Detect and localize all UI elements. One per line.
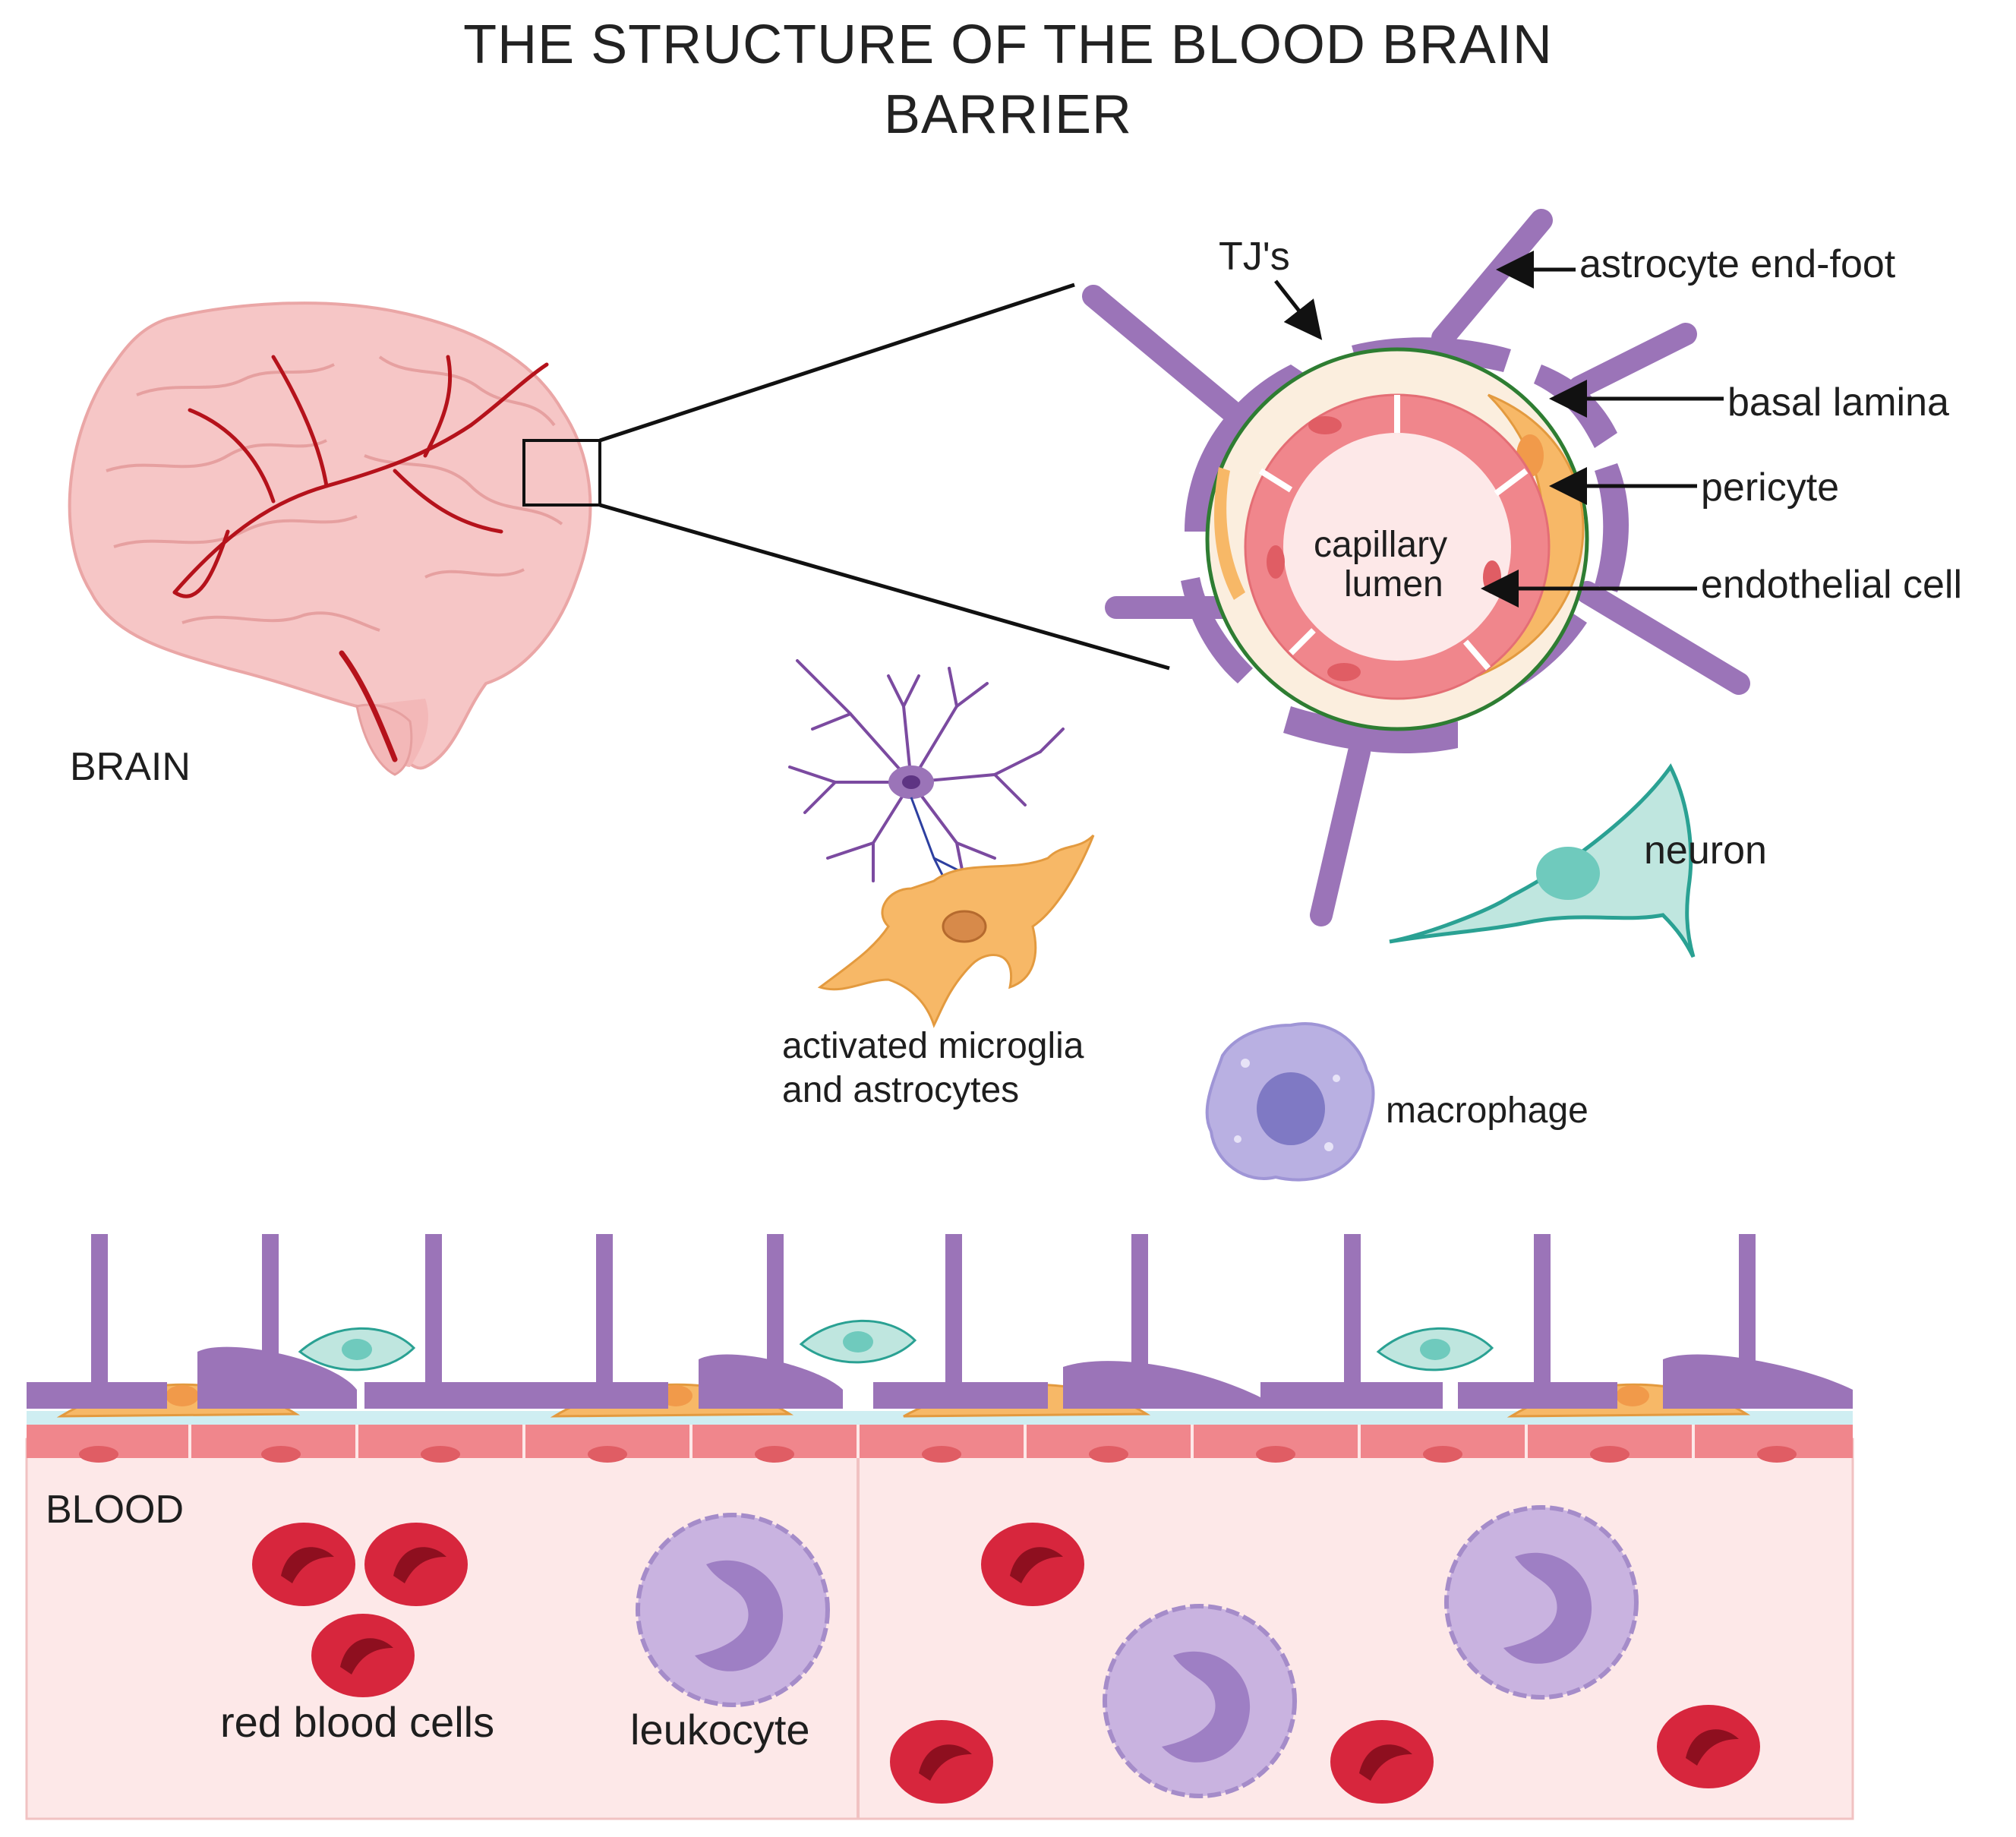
microglia-label-2: and astrocytes <box>782 1070 1020 1110</box>
astrocyte-end-foot-label: astrocyte end-foot <box>1579 242 1896 286</box>
microglia-label-1: activated microglia <box>782 1026 1084 1066</box>
tjs-label: TJ's <box>1219 235 1290 279</box>
red-blood-cells-group <box>252 1523 1760 1804</box>
leukocyte-label: leukocyte <box>630 1706 810 1753</box>
macrophage-label: macrophage <box>1386 1091 1589 1131</box>
neuron-label: neuron <box>1644 829 1767 873</box>
barrier-panel <box>25 1234 1854 1820</box>
microglia-astrocyte-illustration <box>788 659 1095 1028</box>
zoom-line-bottom <box>599 503 1170 671</box>
red-blood-cells-label: red blood cells <box>220 1698 495 1746</box>
leukocytes-group <box>636 1505 1639 1798</box>
brain-illustration <box>68 282 1170 776</box>
brain-label: BRAIN <box>70 745 191 789</box>
capillary-lumen <box>1283 433 1511 661</box>
title-line-1: THE STRUCTURE OF THE BLOOD BRAIN <box>463 14 1553 75</box>
zoom-box <box>522 439 601 507</box>
capillary-cross-section <box>1082 209 1750 926</box>
endothelial-cell-label: endothelial cell <box>1701 563 1963 607</box>
capillary-lumen-label-1: capillary <box>1314 525 1448 565</box>
macrophage-illustration <box>1205 1022 1375 1182</box>
basal-lamina-label: basal lamina <box>1727 380 1949 425</box>
pericyte-label: pericyte <box>1701 466 1840 510</box>
blood-label: BLOOD <box>46 1488 185 1532</box>
title-line-2: BARRIER <box>883 84 1133 145</box>
zoom-line-top <box>599 282 1075 443</box>
capillary-lumen-label-2: lumen <box>1344 564 1443 604</box>
neuron-illustration <box>1389 763 1696 958</box>
tjs-arrow <box>1274 279 1323 340</box>
